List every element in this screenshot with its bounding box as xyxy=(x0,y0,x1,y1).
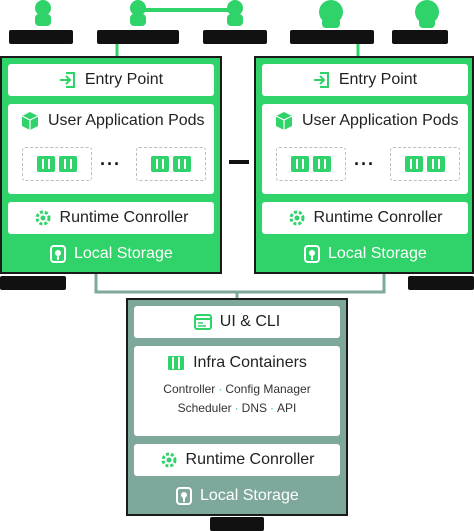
left-entry-point-label: Entry Point xyxy=(84,71,164,88)
storage-icon xyxy=(304,245,320,263)
top-label-bar-2 xyxy=(97,30,179,44)
top-label-bar-5 xyxy=(392,30,448,44)
right-runtime-card[interactable]: Runtime Conroller xyxy=(262,202,468,234)
infra-items-line-2: Scheduler·DNS·API xyxy=(134,399,340,418)
right-user-pods-card[interactable]: User Application Pods ··· xyxy=(262,104,468,194)
infra-items-line-1: Controller·Config Manager xyxy=(134,380,340,399)
cluster-link-dash xyxy=(229,160,249,164)
infra-item-controller: Controller xyxy=(163,382,216,396)
left-entry-point-card[interactable]: Entry Point xyxy=(8,64,214,96)
top-label-bar-1 xyxy=(9,30,73,44)
user-icon-5 xyxy=(415,0,439,28)
right-pod-group-2 xyxy=(390,147,460,181)
bottom-storage-label: Local Storage xyxy=(200,487,299,504)
right-local-storage: Local Storage xyxy=(304,242,427,266)
pod-icon xyxy=(59,156,77,172)
bottom-connector-lines xyxy=(94,272,386,300)
right-runtime-label: Runtime Conroller xyxy=(313,209,443,226)
infra-item-api: API xyxy=(277,401,297,415)
left-user-pods-card[interactable]: User Application Pods ··· xyxy=(8,104,214,194)
right-pods-ellipsis: ··· xyxy=(354,154,375,174)
cube-icon xyxy=(21,112,39,130)
pod-icon xyxy=(173,156,191,172)
bottom-runtime-card[interactable]: Runtime Conroller xyxy=(134,444,340,476)
infra-item-config-manager: Config Manager xyxy=(225,382,311,396)
right-user-pods-label: User Application Pods xyxy=(302,112,459,129)
bottom-runtime-label: Runtime Conroller xyxy=(185,451,315,468)
left-user-pods-label: User Application Pods xyxy=(48,112,205,129)
pod-icon xyxy=(405,156,423,172)
user-icon-4 xyxy=(319,0,343,28)
left-pod-group-2 xyxy=(136,147,206,181)
left-runtime-label: Runtime Conroller xyxy=(59,209,189,226)
pod-icon xyxy=(313,156,331,172)
gear-icon xyxy=(35,210,51,226)
storage-icon xyxy=(176,487,192,505)
left-pods-ellipsis: ··· xyxy=(100,154,121,174)
ui-cli-card[interactable]: UI & CLI xyxy=(134,306,340,338)
user-icon-3 xyxy=(227,0,243,26)
top-label-bar-3 xyxy=(203,30,267,44)
pod-icon xyxy=(151,156,169,172)
entry-arrow-icon xyxy=(313,72,329,88)
bottom-local-storage: Local Storage xyxy=(176,484,299,508)
gear-icon xyxy=(161,452,177,468)
user-icon-2 xyxy=(130,0,146,26)
containers-icon xyxy=(168,356,185,370)
left-pod-group-1 xyxy=(22,147,92,181)
storage-icon xyxy=(50,245,66,263)
right-entry-point-card[interactable]: Entry Point xyxy=(262,64,468,96)
right-entry-point-label: Entry Point xyxy=(338,71,418,88)
infra-item-dns: DNS xyxy=(241,401,268,415)
left-local-storage: Local Storage xyxy=(50,242,173,266)
infra-containers-card[interactable]: Infra Containers Controller·Config Manag… xyxy=(134,346,340,436)
infra-sep: · xyxy=(218,382,223,396)
infra-sep: · xyxy=(234,401,239,415)
infra-containers-label: Infra Containers xyxy=(193,354,307,371)
bottom-cluster-tag xyxy=(210,517,264,531)
infra-sep: · xyxy=(270,401,275,415)
top-label-bar-4 xyxy=(290,30,374,44)
left-cluster-tag xyxy=(0,276,66,290)
ui-cli-label: UI & CLI xyxy=(219,313,281,330)
entry-arrow-icon xyxy=(59,72,75,88)
right-cluster-tag xyxy=(408,276,474,290)
infra-items: Controller·Config Manager Scheduler·DNS·… xyxy=(134,380,340,418)
right-storage-label: Local Storage xyxy=(328,245,427,262)
gear-icon xyxy=(289,210,305,226)
user-icon-1 xyxy=(35,0,51,26)
left-cluster-panel: Entry Point User Application Pods ··· Ru… xyxy=(0,56,222,274)
bottom-cluster-panel: UI & CLI Infra Containers Controller·Con… xyxy=(126,298,348,516)
pod-icon xyxy=(37,156,55,172)
window-icon xyxy=(193,314,212,330)
right-cluster-panel: Entry Point User Application Pods ··· Ru… xyxy=(254,56,474,274)
infra-item-scheduler: Scheduler xyxy=(177,401,232,415)
pod-icon xyxy=(291,156,309,172)
pod-icon xyxy=(427,156,445,172)
left-runtime-card[interactable]: Runtime Conroller xyxy=(8,202,214,234)
top-connector-lines xyxy=(115,8,360,58)
left-storage-label: Local Storage xyxy=(74,245,173,262)
cube-icon xyxy=(275,112,293,130)
right-pod-group-1 xyxy=(276,147,346,181)
